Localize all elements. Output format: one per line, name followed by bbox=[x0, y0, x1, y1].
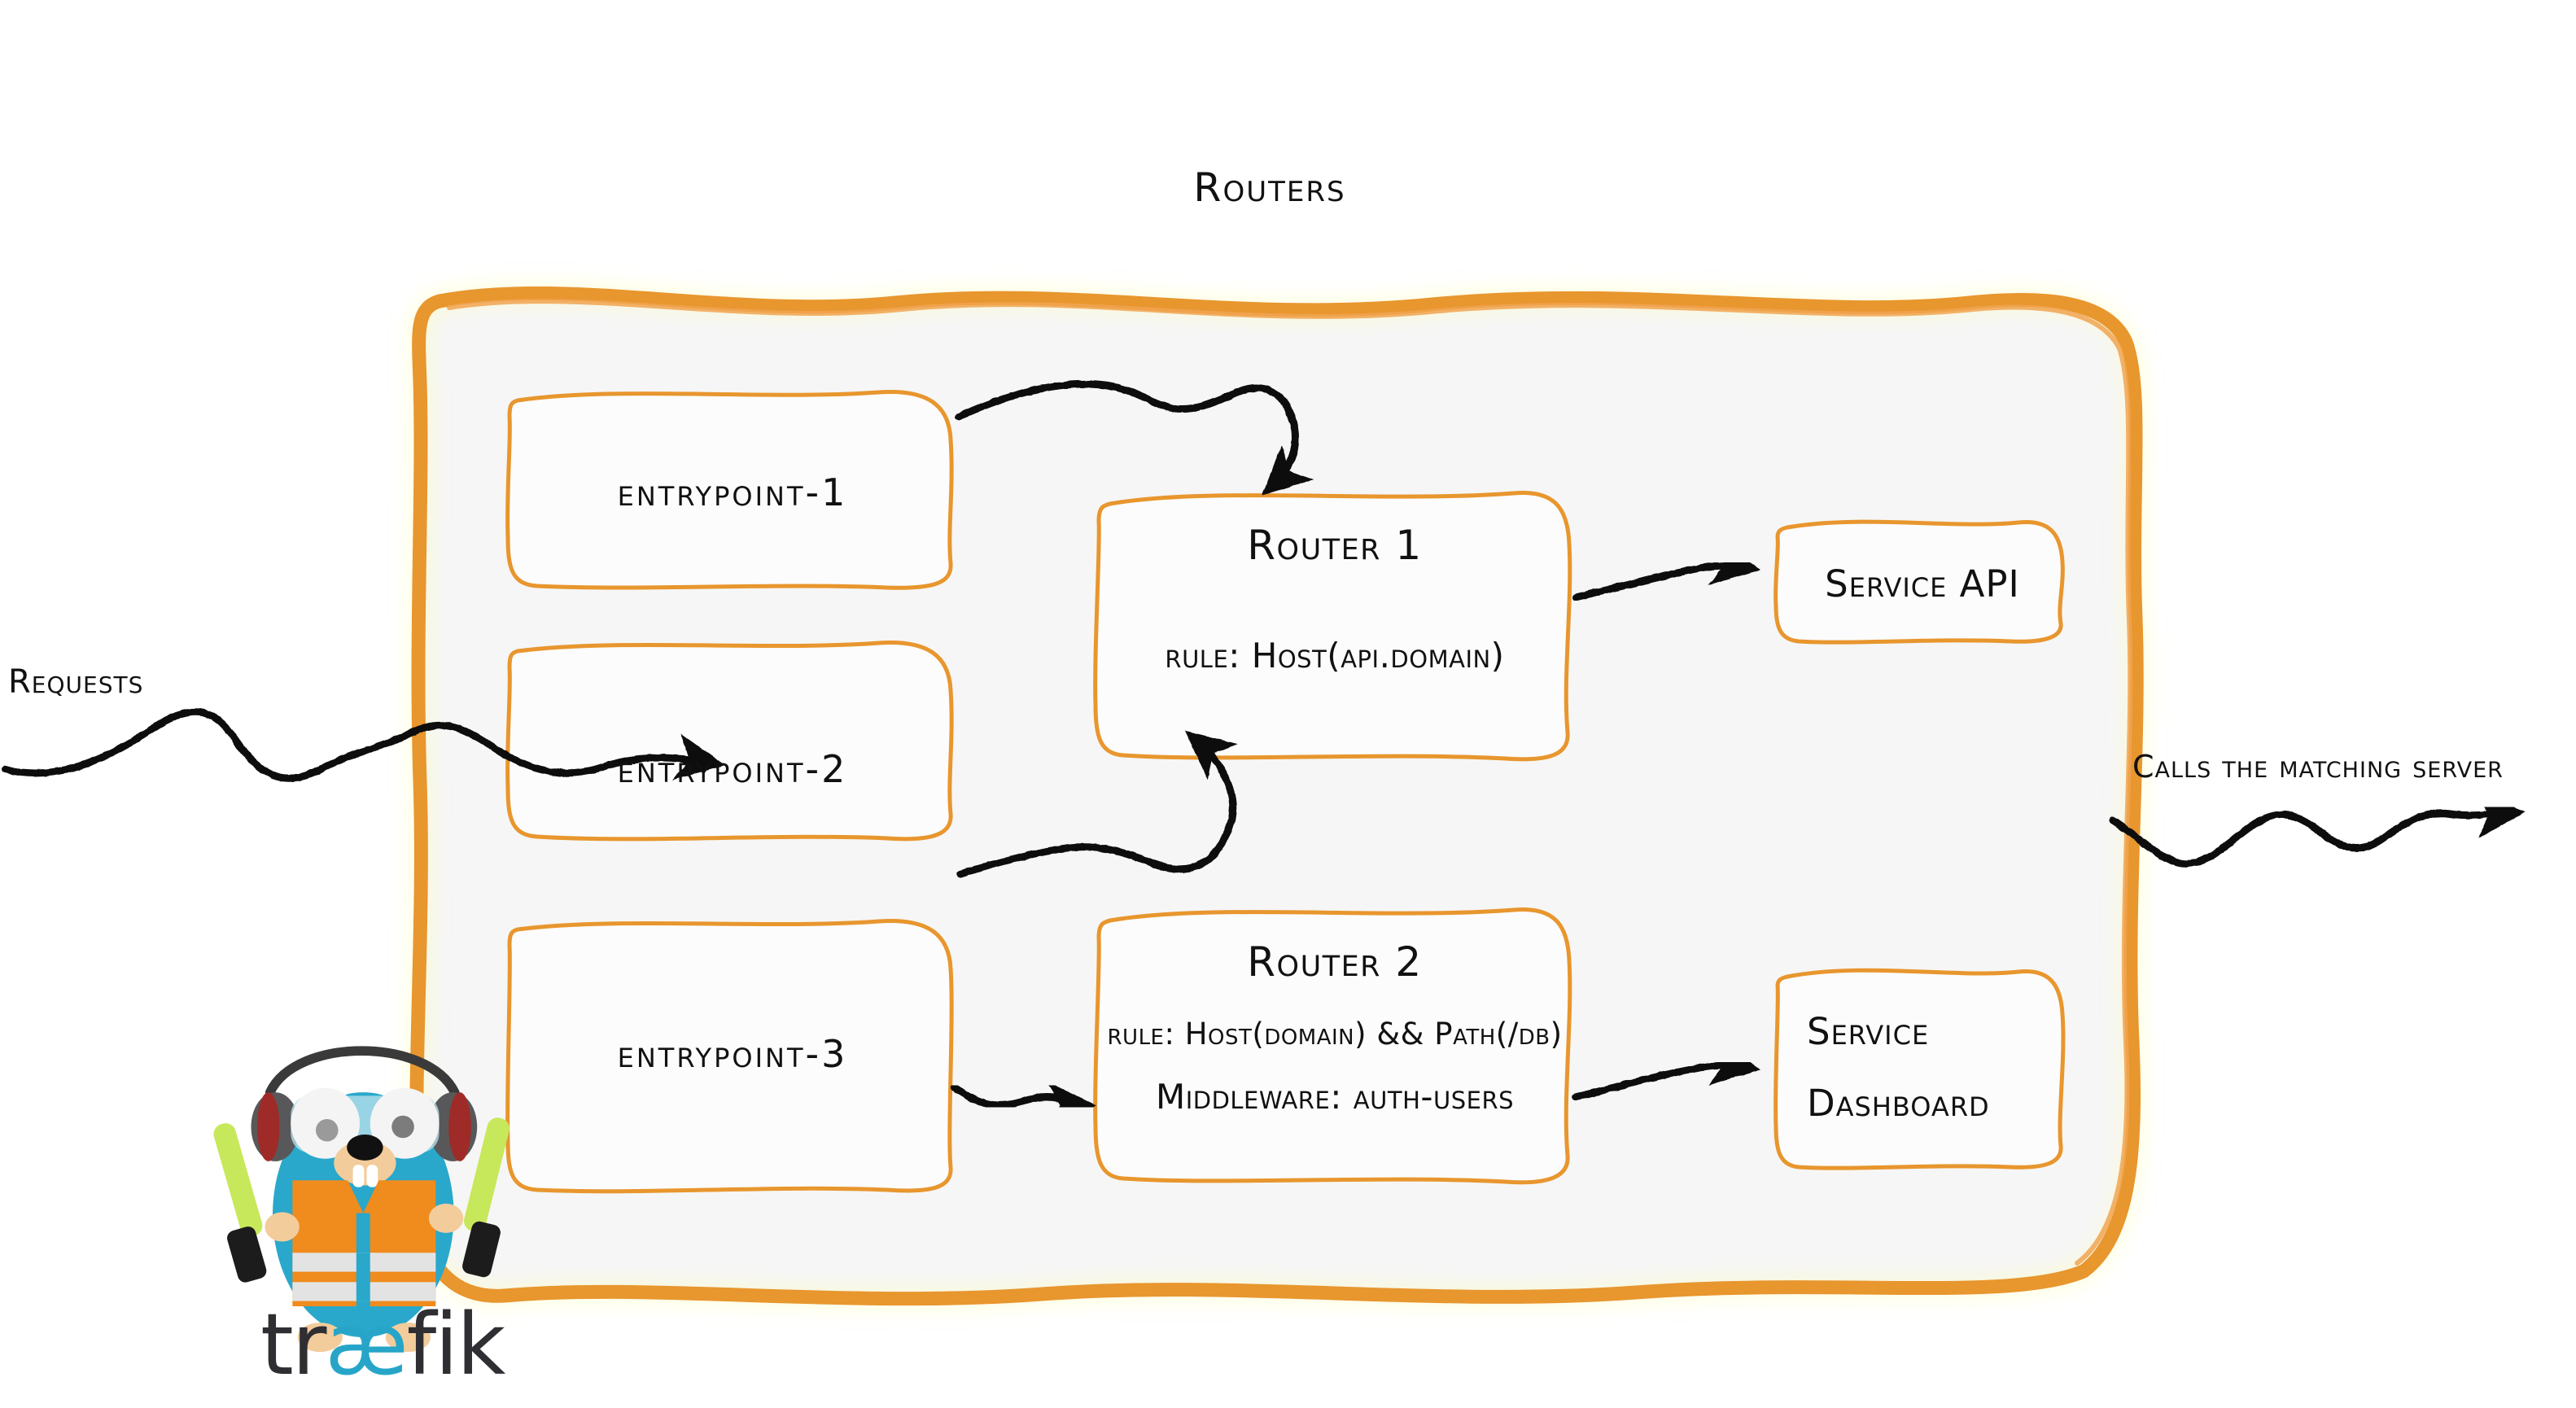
service-dashboard-box[interactable] bbox=[1773, 968, 2066, 1170]
glowstick-right-icon bbox=[462, 1117, 510, 1278]
arrow-panel-to-servers bbox=[2109, 791, 2526, 868]
routers-panel-border-sketch bbox=[447, 299, 2133, 1266]
calls-matching-server-label: Calls the matching server bbox=[2132, 749, 2504, 785]
traefik-wordmark: træfik bbox=[260, 1302, 505, 1387]
service-api-box[interactable] bbox=[1773, 519, 2065, 645]
traefik-gopher-mascot bbox=[213, 1046, 510, 1353]
arrow-entrypoint-2-to-router-1 bbox=[956, 730, 1238, 878]
entrypoint-2-box[interactable] bbox=[505, 641, 954, 842]
requests-label: Requests bbox=[8, 663, 144, 701]
glowstick-left-icon bbox=[213, 1123, 267, 1283]
entrypoint-1-box[interactable] bbox=[505, 390, 954, 590]
wordmark-suffix: fik bbox=[406, 1295, 506, 1394]
arrow-router-1-to-service-api bbox=[1572, 539, 1760, 601]
router-2-box[interactable] bbox=[1093, 907, 1572, 1185]
arrow-router-2-to-service-dashboard bbox=[1572, 1039, 1760, 1101]
arrow-requests-to-panel bbox=[1, 708, 725, 782]
entrypoint-3-box[interactable] bbox=[505, 919, 954, 1194]
router-1-box[interactable] bbox=[1093, 491, 1572, 762]
arrow-entrypoint-1-to-router-1 bbox=[955, 380, 1314, 496]
wordmark-prefix: tr bbox=[260, 1295, 327, 1394]
wordmark-ligature: æ bbox=[325, 1295, 409, 1394]
arrow-entrypoint-3-to-router-2 bbox=[950, 1082, 1097, 1129]
